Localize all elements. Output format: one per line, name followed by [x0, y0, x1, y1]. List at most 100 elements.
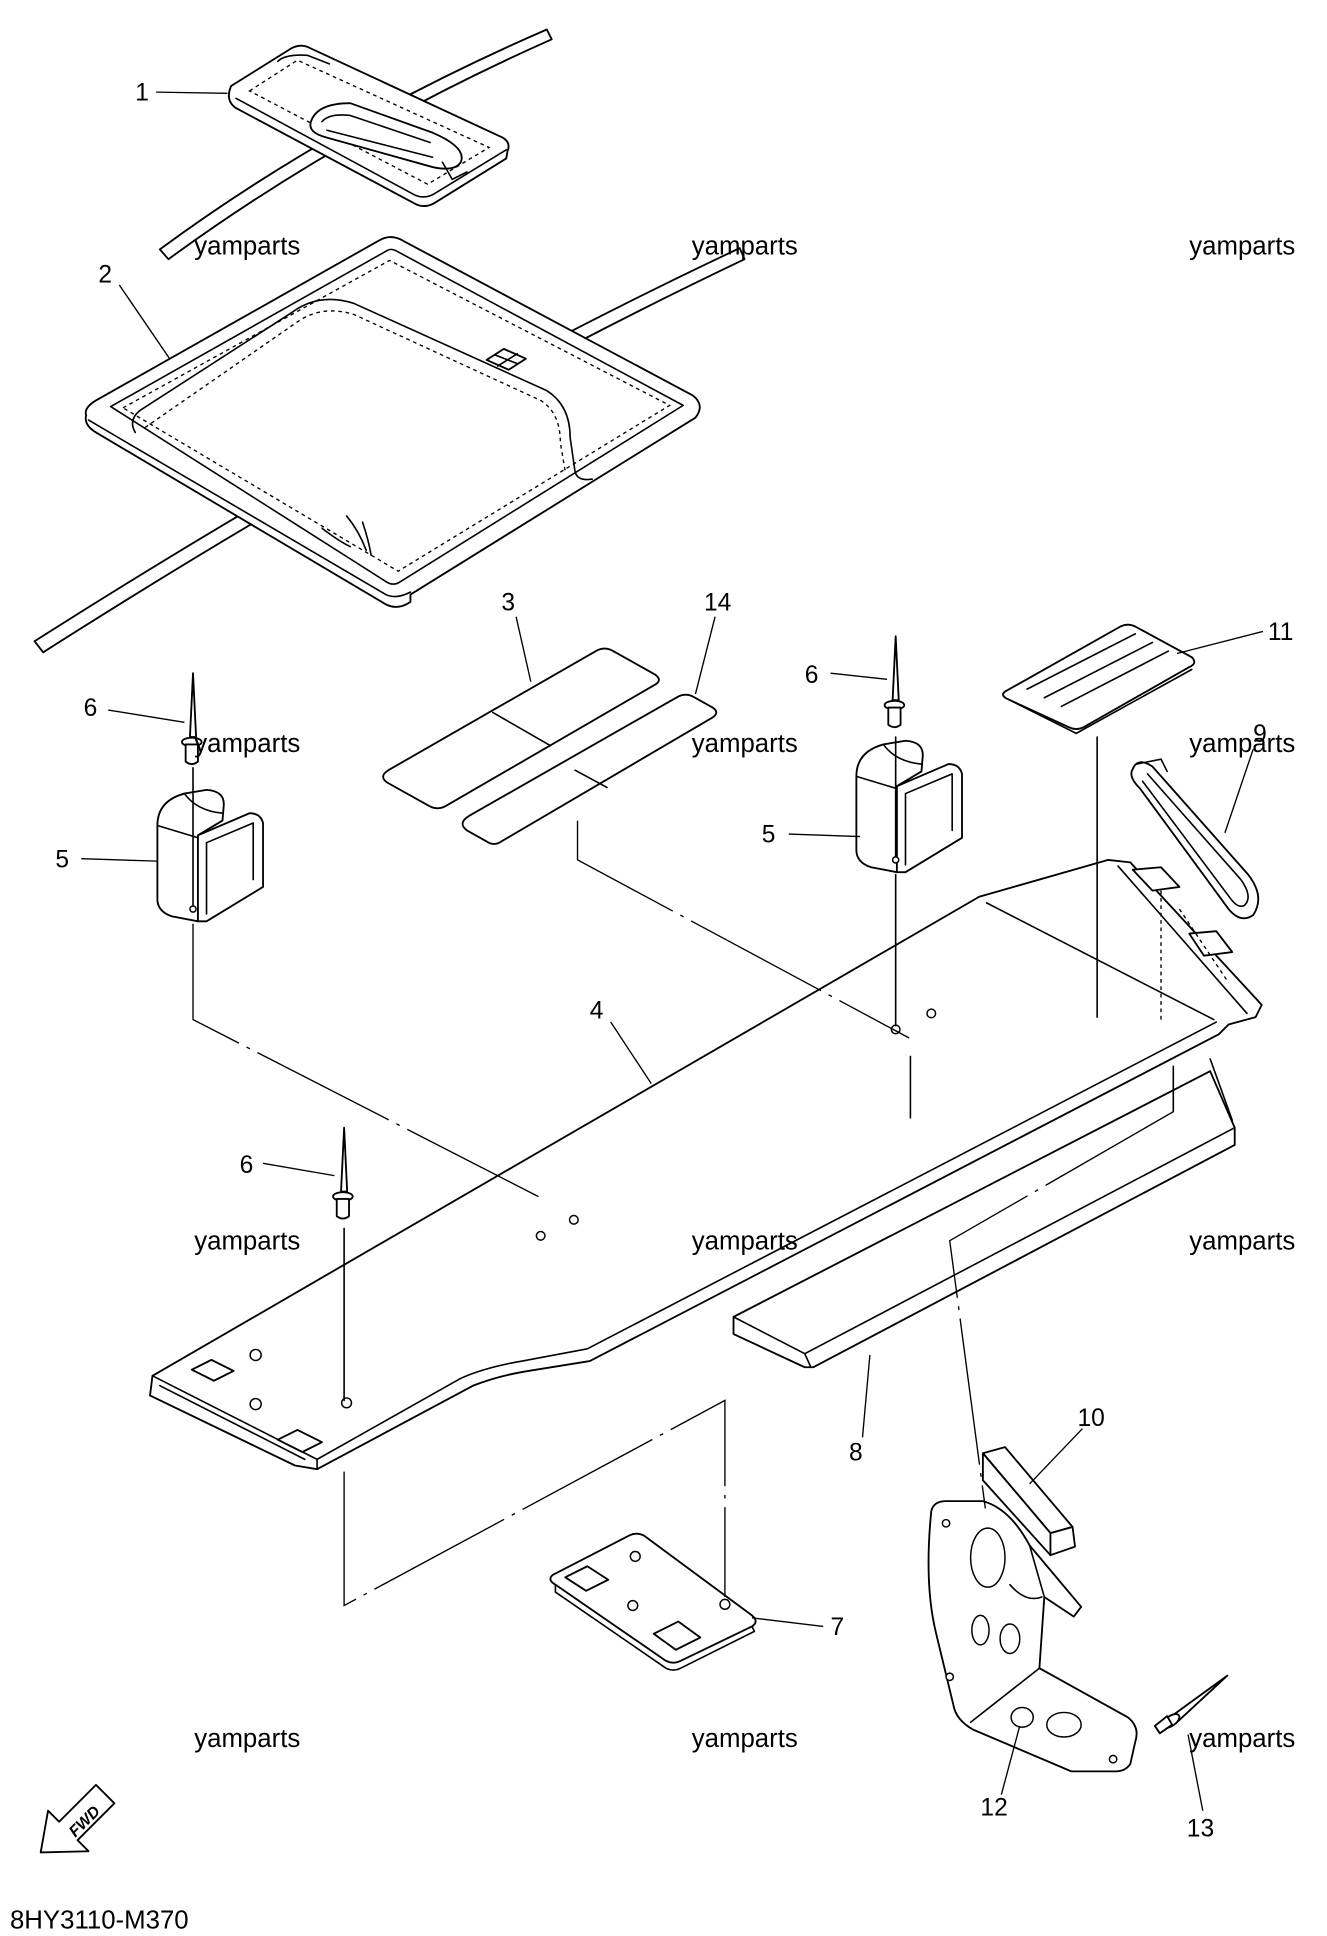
rivet-spike — [340, 1126, 349, 1193]
bracket-12-hole — [969, 1527, 1006, 1588]
centerline-strip-14 — [576, 820, 910, 1039]
leader-14 — [694, 616, 716, 695]
clip-inner-lines — [855, 743, 953, 866]
pouch-clip — [309, 102, 463, 170]
bag-inner-border — [109, 248, 684, 585]
leader-9 — [1224, 749, 1254, 834]
leader-2 — [118, 284, 171, 360]
forward-direction-indicator: FWD — [39, 1783, 116, 1854]
bracket-12-hole — [1046, 1711, 1082, 1738]
leader-1 — [156, 91, 228, 95]
watermark-text: yamparts — [194, 232, 300, 260]
part-1-pouch — [158, 28, 553, 261]
plate-7-hole — [719, 1598, 731, 1610]
part-6-rivet-left — [181, 672, 203, 765]
leader-12 — [1000, 1725, 1021, 1795]
callout-11: 11 — [1268, 619, 1293, 646]
bag-wrinkles — [321, 515, 372, 557]
callout-2: 2 — [98, 262, 112, 289]
tray-hole — [568, 1214, 579, 1225]
callout-12: 12 — [980, 1795, 1007, 1822]
centerline-bracket-b — [948, 1111, 1174, 1509]
callout-7: 7 — [831, 1614, 845, 1641]
bracket-12-hole — [999, 1623, 1021, 1655]
leader-3 — [515, 616, 532, 682]
part-8-pad — [732, 1070, 1236, 1369]
leader-13 — [1187, 1734, 1204, 1811]
callout-5-left: 5 — [55, 846, 69, 873]
tray-hole — [249, 1348, 262, 1362]
callout-6-right: 6 — [805, 662, 819, 689]
centerline-clip-left — [192, 923, 541, 1199]
clip-back-plate — [156, 788, 225, 923]
pad-11-edge — [1009, 668, 1193, 735]
callout-13: 13 — [1187, 1815, 1214, 1842]
tray-right-edge — [316, 1021, 1218, 1461]
bracket-12-small-hole — [941, 1518, 951, 1528]
wire-clip-inner — [1141, 773, 1249, 908]
assembly-centerlines — [192, 736, 1234, 1607]
leader-lines — [81, 91, 1264, 1811]
bracket-12-hole — [971, 1614, 990, 1646]
rivet-13-spike — [1172, 1674, 1229, 1722]
callout-6-lower: 6 — [240, 1152, 254, 1179]
watermark-text: yamparts — [692, 1725, 798, 1753]
watermark-text: yamparts — [1189, 232, 1295, 260]
part-3-plate — [382, 647, 660, 810]
pad-8-outline — [732, 1070, 1236, 1369]
callout-3: 3 — [501, 590, 515, 617]
plate-3-divider — [491, 711, 552, 747]
rivet-spike — [189, 672, 198, 738]
clip-hole — [891, 856, 900, 864]
pad-8-top-edge — [732, 1126, 1236, 1369]
watermark-text: yamparts — [1189, 1227, 1295, 1255]
plate-7-hole — [629, 1550, 641, 1563]
callout-4: 4 — [590, 997, 604, 1024]
watermark-text: yamparts — [1189, 1725, 1295, 1753]
callout-10: 10 — [1077, 1405, 1104, 1432]
watermark-text: yamparts — [194, 1725, 300, 1753]
tray-slot-1 — [190, 1358, 235, 1382]
part-2-bag — [33, 236, 746, 654]
watermarks: yamparts yamparts yamparts yamparts yamp… — [194, 232, 1295, 1753]
forward-arrow-icon — [39, 1783, 116, 1854]
leader-8 — [861, 1354, 871, 1438]
pad-11-outline — [1002, 623, 1196, 730]
rivet-spike — [891, 635, 900, 702]
bracket-12-small-hole — [1108, 1754, 1118, 1764]
callouts: 1 2 3 14 6 5 6 5 11 9 4 6 10 8 7 12 13 — [55, 80, 1293, 1843]
tray-slot-2 — [276, 1428, 323, 1453]
leader-6-left — [108, 709, 185, 723]
bracket-12-outline — [927, 1500, 1138, 1773]
part-9-wire-clip — [1130, 758, 1260, 920]
tray-bracket-tab-1 — [1131, 866, 1181, 892]
bracket-12-folds — [969, 1544, 1046, 1724]
leader-4 — [610, 1021, 652, 1084]
tray-bracket-tab-2 — [1188, 930, 1234, 957]
tray-back-edge — [985, 902, 1215, 1021]
callout-14: 14 — [704, 590, 731, 617]
clip-hole — [189, 905, 197, 913]
part-6-rivet-right — [883, 635, 906, 729]
watermark-text: yamparts — [692, 730, 798, 758]
part-6-rivet-lower — [332, 1126, 354, 1220]
leader-5-left — [81, 857, 158, 862]
callout-1: 1 — [135, 80, 149, 107]
pouch-clip-ridge — [321, 114, 468, 181]
tray-hole — [340, 1397, 353, 1409]
plate-7-hole — [627, 1599, 639, 1612]
clip-inner-lines — [156, 792, 255, 915]
tray-hole — [926, 1008, 937, 1019]
part-7-plate — [549, 1532, 757, 1671]
tray-bracket — [1117, 865, 1248, 1015]
leader-10 — [1029, 1428, 1083, 1485]
bag-pocket-stitching — [144, 310, 566, 472]
bracket-12-hole — [1010, 1706, 1034, 1728]
bag-bottom-edge — [87, 419, 412, 598]
bag-stitching — [121, 259, 672, 573]
tray-hole — [249, 1397, 262, 1411]
part-11-pad — [1002, 623, 1196, 735]
plate-7-slot-2 — [652, 1620, 702, 1651]
watermark-text: yamparts — [1189, 730, 1295, 758]
